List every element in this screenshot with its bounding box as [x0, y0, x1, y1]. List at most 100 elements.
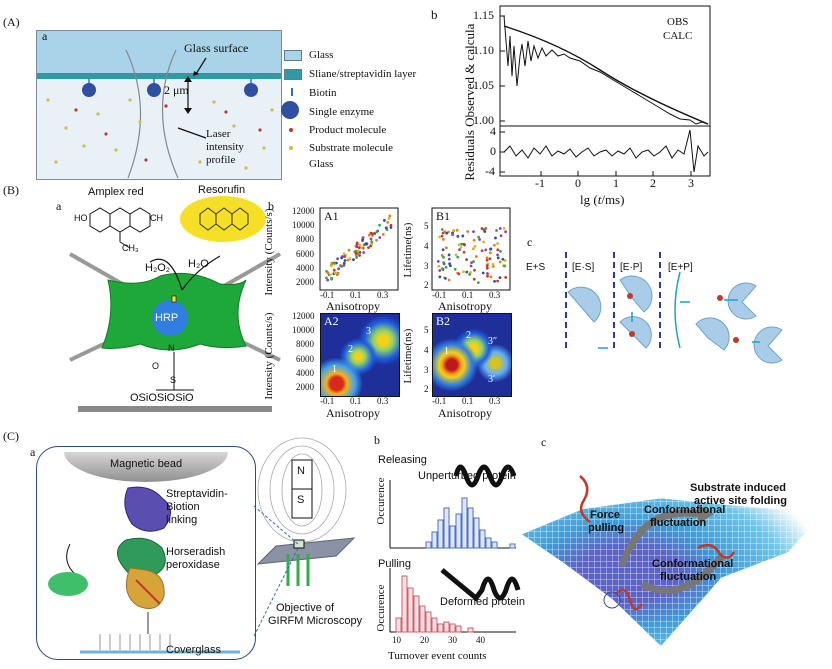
- scatter-point: [480, 227, 484, 230]
- histogram-bar: [413, 595, 420, 633]
- scatter-point: [453, 267, 457, 271]
- scatter-point: [384, 226, 388, 230]
- laser-label-1: Laser: [206, 128, 231, 140]
- resorufin-structure: [199, 207, 249, 231]
- scatter-point: [348, 257, 352, 261]
- scatter-point: [499, 234, 503, 238]
- abx-ytick-6: 0: [490, 144, 496, 158]
- scatter-point: [369, 231, 373, 235]
- scatter-point: [502, 227, 506, 230]
- abx-xtick-1: -1: [535, 176, 545, 190]
- scatter-point: [337, 267, 341, 271]
- scheme-ep-complex: [E·P]: [620, 262, 643, 273]
- abx-xlabel-var: t: [597, 192, 602, 207]
- b2-ytick-3: 3: [424, 365, 429, 375]
- scatter-point: [498, 276, 502, 280]
- product-dots: [74, 104, 262, 162]
- scatter-point: [444, 246, 448, 250]
- a2-ytick-1: 12000: [292, 311, 315, 321]
- scatter-point: [441, 248, 445, 252]
- scatter-point: [488, 251, 492, 255]
- a2-heatmap: [320, 313, 400, 397]
- a2-xtick-2: 0.1: [350, 396, 362, 406]
- strep-label-2: Biotion: [166, 501, 200, 513]
- glass-surface-label: Glass surface: [184, 41, 249, 55]
- legend-glass-swatch: [284, 50, 302, 61]
- hist-xtick-3: 30: [448, 635, 457, 645]
- panel-ab-ylabel: Residuals Observed & calcula: [461, 23, 477, 181]
- histogram-bar: [443, 621, 450, 633]
- scatter-point: [370, 242, 374, 246]
- scatter-point: [458, 248, 461, 252]
- abx-xlabel-pre: lg (: [580, 192, 598, 207]
- a1-ytick-2: 10000: [292, 220, 315, 230]
- scatter-point: [491, 263, 495, 266]
- scatter-point: [355, 255, 359, 259]
- histogram-bar: [461, 497, 468, 549]
- histogram-bar: [467, 507, 474, 549]
- scatter-point: [489, 247, 493, 251]
- scatter-point: [469, 264, 473, 268]
- pulling-label: Pulling: [378, 558, 412, 570]
- substrate-dots: [46, 98, 274, 170]
- scatter-point: [455, 228, 459, 232]
- panel-b-sub-a: a: [56, 199, 62, 213]
- abx-ytick-1: 1.15: [473, 8, 494, 22]
- deformed-label: Deformed protein: [440, 596, 525, 608]
- a1-xtick-2: 0.1: [350, 290, 362, 300]
- scatter-point: [486, 274, 489, 278]
- strep-label-3: linking: [166, 514, 198, 526]
- panel-a-sub-a: a: [42, 29, 48, 43]
- scatter-point: [503, 264, 507, 268]
- force-label-2: pulling: [588, 522, 625, 534]
- scatter-point: [388, 214, 392, 218]
- b2-ylabel: Lifetime(ns): [401, 328, 414, 384]
- abx-ytick-7: -4: [485, 164, 495, 178]
- legend-glass-2: Glass: [309, 158, 334, 170]
- abx-ytick-5: 4: [490, 124, 496, 138]
- scatter-point: [447, 278, 451, 282]
- scatter-point: [330, 261, 334, 265]
- a2-ylabel: Intensity (Counts/s): [262, 312, 275, 400]
- scatter-point: [482, 228, 486, 232]
- scatter-point: [462, 250, 466, 254]
- legend-biotin-mark: [291, 88, 293, 96]
- scatter-point: [358, 243, 362, 247]
- scatter-point: [367, 246, 370, 250]
- h2o2-label: H₂O₂: [145, 262, 171, 274]
- scatter-point: [362, 251, 366, 254]
- scatter-point: [325, 276, 328, 280]
- abx-xlabel-post: /ms): [601, 192, 625, 207]
- a1-label: A1: [324, 209, 339, 223]
- scatter-point: [465, 270, 469, 274]
- legend-enzyme-mark: [281, 101, 299, 119]
- biotin-marks: [88, 79, 252, 83]
- hist-xlabel: Turnover event counts: [388, 650, 487, 662]
- scatter-point: [332, 268, 336, 272]
- turnover-histograms: [389, 464, 521, 633]
- histogram-bar: [407, 587, 414, 633]
- a1-scatter: [319, 207, 399, 291]
- scatter-point: [474, 255, 478, 258]
- chem-o: O: [152, 361, 160, 371]
- scatter-point: [495, 229, 498, 232]
- scatter-point: [442, 237, 445, 241]
- scatter-point: [378, 236, 382, 239]
- scatter-point: [445, 231, 449, 235]
- a1-ytick-4: 6000: [296, 249, 314, 259]
- residual-plot: [499, 5, 711, 177]
- scatter-point: [352, 258, 355, 262]
- conf-label-1a: Conformational: [644, 504, 726, 516]
- scatter-point: [498, 227, 502, 230]
- histogram-bar: [395, 617, 402, 633]
- scatter-point: [472, 260, 475, 263]
- scatter-point: [486, 272, 489, 275]
- scatter-point: [485, 264, 489, 267]
- legend-substrate: Substrate molecule: [309, 142, 394, 154]
- hrp-core: [152, 300, 188, 336]
- hrp-label: HRP: [155, 312, 179, 324]
- b2-ytick-2: 4: [424, 345, 429, 355]
- scatter-point: [330, 276, 334, 280]
- scatter-point: [335, 273, 339, 277]
- landscape-label-2: active site folding: [694, 495, 787, 507]
